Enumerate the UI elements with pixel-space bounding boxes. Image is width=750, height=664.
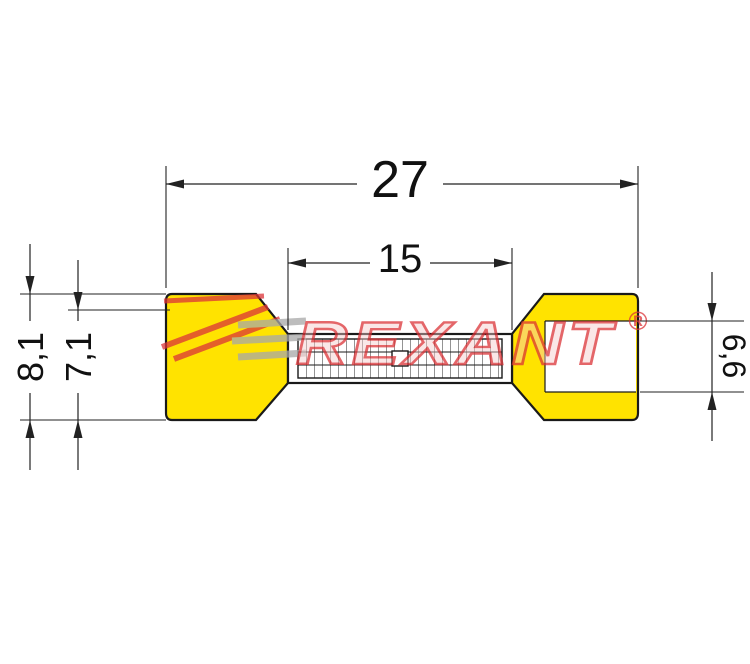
dimension-label-group-81: 8,1 (9, 321, 51, 393)
label-mask-27 (357, 148, 443, 202)
watermark-gray-stripe-3 (237, 349, 307, 361)
dimension-label-81: 8,1 (10, 332, 51, 382)
extension-lines-15 (287, 248, 513, 330)
dimension-barrel-length: 15 (287, 236, 513, 330)
arrowhead-up-icon (73, 420, 83, 438)
extension-lines-81 (20, 293, 166, 421)
connector-part (164, 292, 640, 422)
dimension-overall-length: 27 (165, 148, 639, 288)
arrowhead-left-icon (166, 179, 184, 189)
arrowhead-up-icon (25, 420, 35, 438)
watermark-gray-stripe-1 (237, 317, 307, 329)
watermark-red-stripe-1 (160, 304, 270, 350)
arrowhead-left-icon (288, 258, 306, 268)
extension-lines-27 (165, 166, 639, 288)
rexant-watermark: REXANT ® (160, 293, 648, 378)
right-sleeve-bore (545, 321, 636, 392)
dimension-left-outer-height: 8,1 (9, 244, 166, 470)
label-mask-71 (57, 321, 97, 393)
extension-lines-66 (640, 320, 744, 393)
dimension-label-group-71: 7,1 (57, 321, 99, 393)
dimension-label-group-66: 6,6 (716, 334, 750, 378)
registered-trademark-icon: ® (628, 306, 648, 336)
dimension-label-71: 7,1 (58, 332, 99, 382)
arrowhead-right-icon (494, 258, 512, 268)
dimension-label-66: 6,6 (716, 334, 750, 378)
right-sleeve-bore-lines (544, 320, 636, 393)
arrowhead-up-icon (707, 392, 717, 410)
label-mask-81 (9, 321, 49, 393)
dimension-label-27: 27 (371, 151, 429, 209)
dimension-left-inner-height: 7,1 (57, 260, 170, 470)
arrowhead-down-icon (707, 303, 717, 321)
arrowhead-right-icon (620, 179, 638, 189)
label-mask-15 (370, 236, 430, 278)
brand-logo-text: REXANT (296, 310, 616, 377)
dimension-right-opening-height: 6,6 (640, 272, 750, 441)
watermark-gray-stripe-2 (231, 333, 307, 345)
watermark-red-stripe-top (163, 293, 265, 304)
dimension-label-15: 15 (378, 237, 423, 281)
arrowhead-down-icon (25, 276, 35, 294)
arrowhead-down-icon (73, 292, 83, 310)
barrel-inspection-window (391, 350, 409, 367)
